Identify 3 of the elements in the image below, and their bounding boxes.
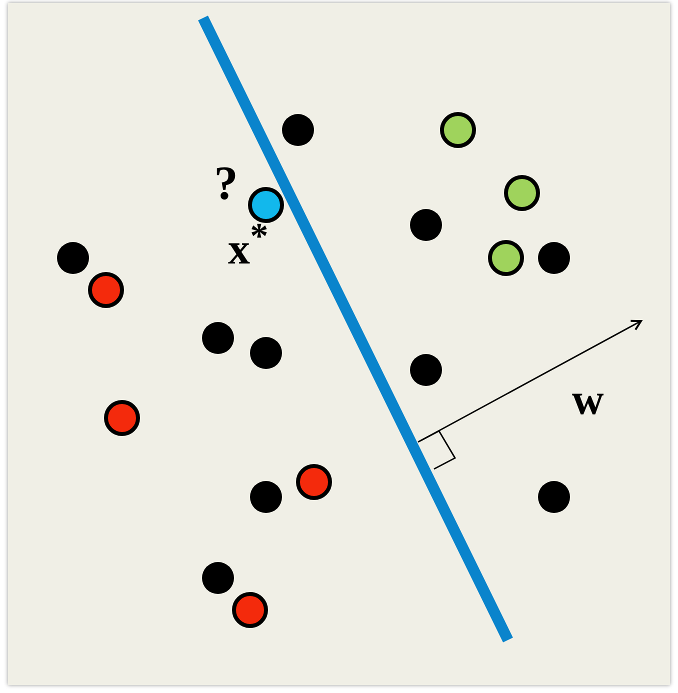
- vector-label: w: [572, 378, 604, 422]
- point-label: x$^{*}$: [228, 218, 268, 272]
- query-label: ?: [214, 160, 238, 208]
